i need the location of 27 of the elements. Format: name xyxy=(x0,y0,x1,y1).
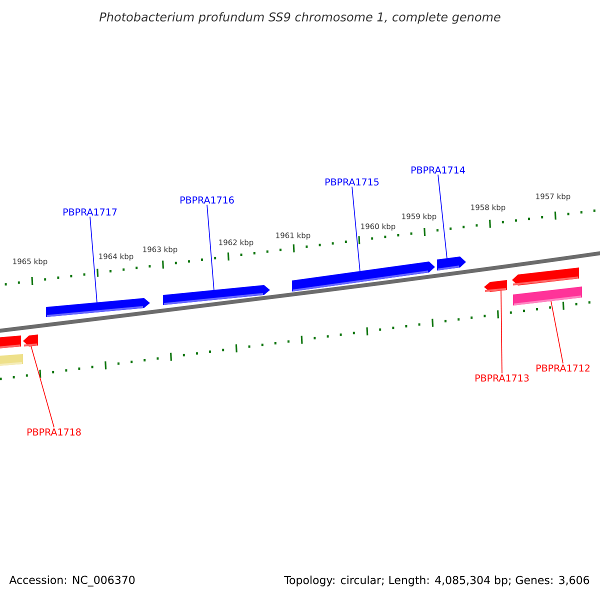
leader-line xyxy=(550,300,564,364)
footer-text: Topology: circular; Length: 4,085,304 bp; Genes: 3,606 xyxy=(284,576,590,586)
gene-feature xyxy=(292,262,435,292)
gene-feature xyxy=(437,256,466,270)
gene-label: PBPRA1713 xyxy=(476,374,529,382)
leader-line xyxy=(352,186,360,272)
gene-label: PBPRA1716 xyxy=(180,196,234,204)
gene-feature xyxy=(0,354,23,366)
gene-feature xyxy=(23,334,38,346)
leader-line xyxy=(90,216,98,303)
leader-line xyxy=(438,174,448,259)
gene-feature xyxy=(512,268,579,286)
gene-feature xyxy=(513,286,582,306)
gene-feature xyxy=(0,336,21,348)
leader-line xyxy=(30,346,54,428)
gene-feature xyxy=(163,285,270,305)
gene-label: PBPRA1714 xyxy=(412,166,465,174)
gene-label: PBPRA1717 xyxy=(64,208,117,216)
title: Photobacterium profundum SS9 chromosome 1, complete genome xyxy=(99,12,500,24)
gene-feature xyxy=(46,298,150,317)
gene-label: PBPRA1712 xyxy=(536,364,590,372)
gene-label: PBPRA1718 xyxy=(28,428,81,436)
gene-feature xyxy=(484,280,507,292)
gene-label: PBPRA1715 xyxy=(326,178,379,186)
leader-line xyxy=(500,290,502,374)
footer-text: Accession: NC_006370 xyxy=(9,576,135,586)
leader-line xyxy=(206,204,214,291)
